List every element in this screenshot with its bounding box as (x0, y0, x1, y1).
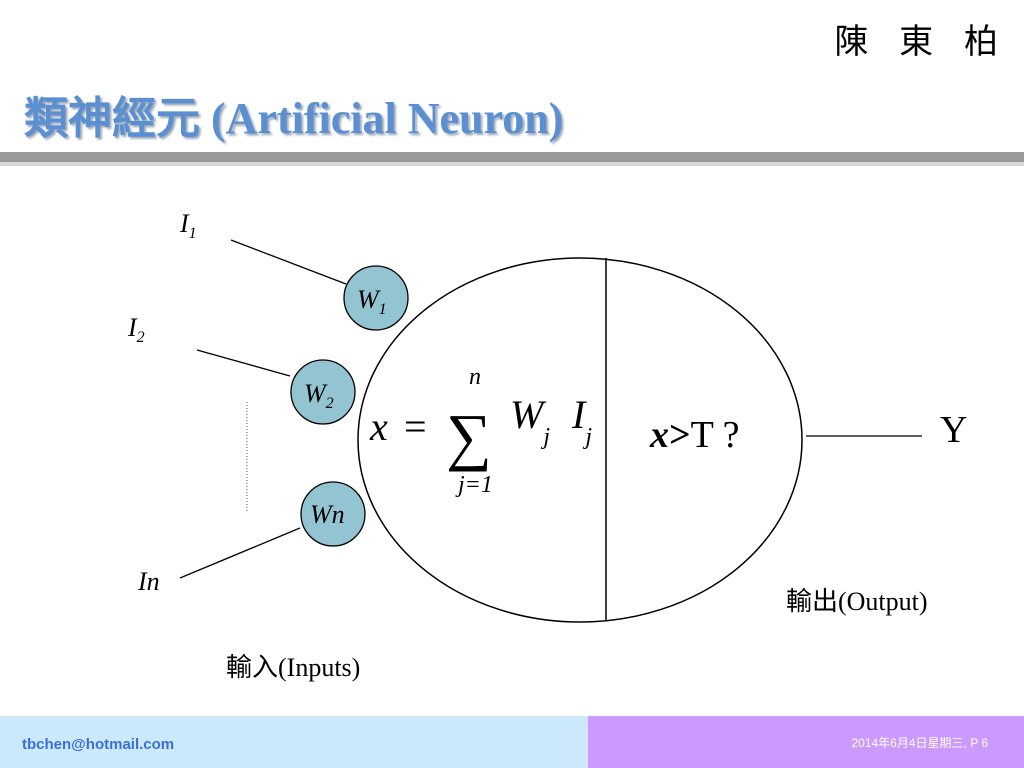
threshold-test: x>T ? (649, 414, 740, 456)
sigma-upper: n (469, 364, 481, 390)
weight-circle-n (300, 481, 366, 547)
sigma-symbol: ∑ (446, 401, 492, 472)
output-label: Y (940, 409, 967, 451)
weight-label-n: Wn (310, 500, 345, 529)
input-line-n (179, 527, 301, 579)
title-divider (0, 152, 1024, 162)
output-caption: 輸出(Output) (786, 587, 928, 616)
input-line-1 (230, 239, 347, 285)
footer-email: tbchen@hotmail.com (22, 736, 175, 753)
author-name: 陳 東 柏 (834, 22, 1008, 62)
title-divider-shadow (0, 162, 1024, 166)
input-label-n: In (137, 567, 160, 596)
input-line-2 (196, 349, 291, 377)
neuron-body (357, 257, 803, 623)
input-caption: 輸入(Inputs) (226, 653, 360, 682)
weight-circle-2 (290, 359, 356, 425)
slide-title: 類神經元 (Artificial Neuron) (24, 94, 564, 143)
formula-input: Ij (571, 392, 592, 450)
footer-date-page: 2014年6月4日星期三, P 6 (851, 736, 988, 750)
weight-label-2: W2 (304, 379, 334, 412)
formula-lhs: x (369, 404, 388, 449)
weight-label-1: W1 (357, 285, 387, 318)
footer-right-band (588, 716, 1024, 768)
formula-equals: = (404, 404, 427, 449)
footer-left-band (0, 716, 588, 768)
sigma-lower: j=1 (455, 472, 493, 498)
formula-weight: Wj (510, 392, 550, 450)
weight-circle-1 (343, 265, 409, 331)
input-label-2: I2 (127, 313, 145, 346)
input-label-1: I1 (179, 209, 197, 242)
